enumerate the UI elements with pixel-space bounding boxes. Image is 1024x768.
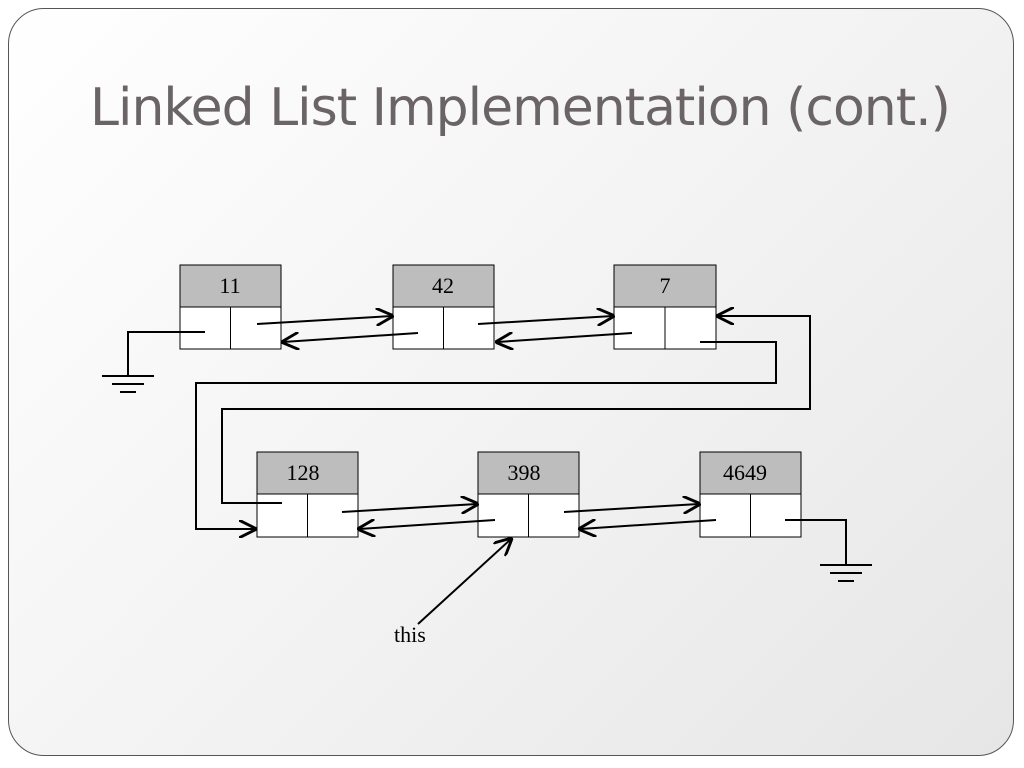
node-value: 11 — [219, 273, 240, 298]
null-ground-left — [102, 331, 205, 393]
node-11: 11 — [179, 264, 282, 350]
slide-title: Linked List Implementation (cont.) — [90, 78, 951, 138]
node-value: 398 — [508, 460, 541, 485]
this-label: this — [394, 622, 426, 647]
node-7: 7 — [613, 264, 717, 350]
node-value: 7 — [660, 273, 671, 298]
node-4649: 4649 — [699, 451, 802, 538]
node-398: 398 — [477, 451, 580, 538]
node-value: 128 — [287, 460, 320, 485]
pointer-arrows — [195, 316, 811, 625]
node-value: 42 — [432, 273, 454, 298]
node-value: 4649 — [723, 460, 767, 485]
null-ground-right — [785, 519, 872, 582]
node-42: 42 — [392, 264, 495, 350]
node-128: 128 — [256, 451, 359, 538]
